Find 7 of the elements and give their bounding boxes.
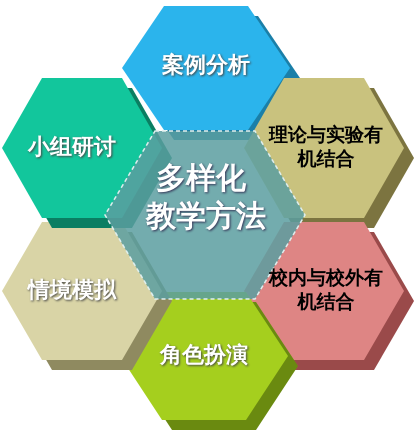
tile-label: 案例分析 — [161, 52, 251, 80]
tile-label: 小组研讨 — [26, 134, 117, 162]
tile-label: 理论与实验有机结合 — [268, 123, 384, 172]
tile-label: 情境模拟 — [26, 276, 118, 306]
center-title: 多样化教学方法 — [146, 160, 267, 235]
tile-label: 校内与校外有机结合 — [268, 266, 384, 315]
tile-label: 角色扮演 — [158, 342, 249, 370]
